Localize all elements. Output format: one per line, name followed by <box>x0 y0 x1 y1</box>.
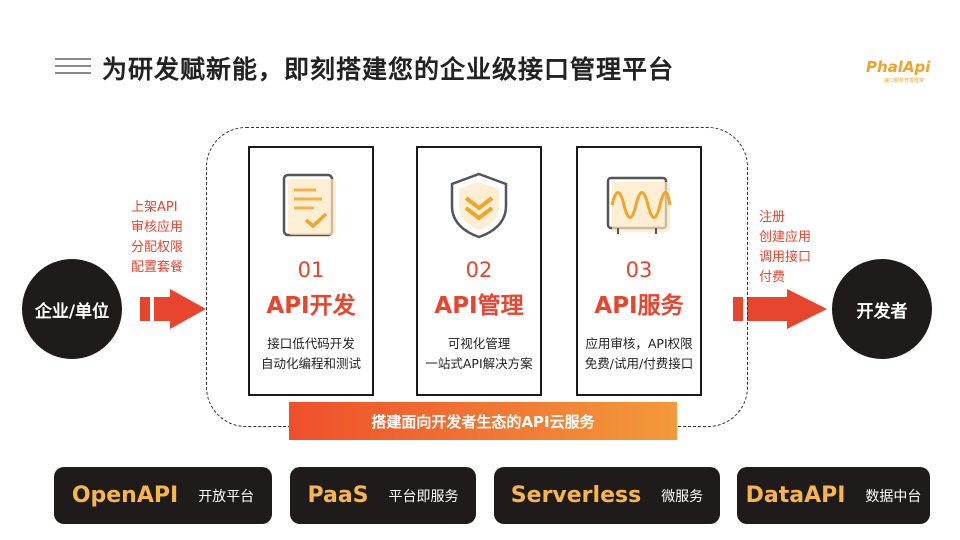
enterprise-node: 企业/单位 <box>22 259 122 359</box>
developer-action: 创建应用 <box>759 230 812 245</box>
pill-subtitle: 数据中台 <box>865 488 922 505</box>
card-description: 可视化管理 一站式API解决方案 <box>418 334 540 374</box>
pill-title: PaaS <box>307 483 369 508</box>
left-arrow-icon <box>140 289 206 329</box>
pill-subtitle: 开放平台 <box>198 488 255 505</box>
card-title: API管理 <box>434 293 524 319</box>
logo-subtitle: 接口服务开发框架 <box>884 78 925 84</box>
enterprise-action: 上架API <box>131 200 178 215</box>
pill-serverless: Serverless 微服务 <box>494 467 720 524</box>
document-check-icon <box>282 173 336 237</box>
developer-action: 付费 <box>759 270 786 285</box>
card-description-line: 免费/试用/付费接口 <box>584 356 694 371</box>
card-api-management: 02 API管理 可视化管理 一站式API解决方案 <box>416 146 542 396</box>
pill-title: DataAPI <box>745 483 846 508</box>
shield-icon <box>450 172 508 239</box>
pill-title: Serverless <box>510 483 642 508</box>
menu-lines-icon <box>55 58 91 78</box>
enterprise-actions: 上架API 审核应用 分配权限 配置套餐 <box>131 198 183 278</box>
card-title: API服务 <box>594 293 684 319</box>
cloud-service-banner: 搭建面向开发者生态的API云服务 <box>289 402 677 440</box>
enterprise-action: 分配权限 <box>131 240 184 255</box>
developer-action: 调用接口 <box>759 250 812 265</box>
pill-title: OpenAPI <box>71 483 179 508</box>
enterprise-action: 审核应用 <box>131 220 184 235</box>
card-number: 02 <box>465 258 493 282</box>
card-api-development: 01 API开发 接口低代码开发 自动化编程和测试 <box>248 146 374 396</box>
pill-openapi: OpenAPI 开放平台 <box>54 467 272 524</box>
developer-action: 注册 <box>759 210 786 225</box>
developer-actions: 注册 创建应用 调用接口 付费 <box>759 208 811 288</box>
pill-dataapi: DataAPI 数据中台 <box>737 467 930 524</box>
pill-subtitle: 平台即服务 <box>388 488 459 505</box>
developer-node: 开发者 <box>832 259 932 359</box>
logo: PhalApi 接口服务开发框架 <box>866 58 938 94</box>
card-description-line: 应用审核，API权限 <box>585 336 693 351</box>
waveform-monitor-icon <box>606 176 672 234</box>
right-arrow-icon <box>733 289 827 329</box>
card-description: 应用审核，API权限 免费/试用/付费接口 <box>578 334 700 374</box>
card-description-line: 接口低代码开发 <box>267 336 355 351</box>
enterprise-action: 配置套餐 <box>131 260 184 275</box>
card-description-line: 可视化管理 <box>447 336 511 351</box>
card-number: 03 <box>625 258 653 282</box>
pill-paas: PaaS 平台即服务 <box>290 467 476 524</box>
card-description-line: 一站式API解决方案 <box>425 356 533 371</box>
card-title: API开发 <box>266 293 356 319</box>
pill-subtitle: 微服务 <box>661 488 704 505</box>
card-number: 01 <box>297 258 325 282</box>
enterprise-node-label: 企业/单位 <box>34 301 110 322</box>
page-title: 为研发赋新能，即刻搭建您的企业级接口管理平台 <box>102 55 675 84</box>
card-api-service: 03 API服务 应用审核，API权限 免费/试用/付费接口 <box>576 146 702 396</box>
logo-text: PhalApi <box>866 58 931 76</box>
card-description: 接口低代码开发 自动化编程和测试 <box>250 334 372 374</box>
card-description-line: 自动化编程和测试 <box>260 356 361 371</box>
developer-node-label: 开发者 <box>856 301 908 322</box>
